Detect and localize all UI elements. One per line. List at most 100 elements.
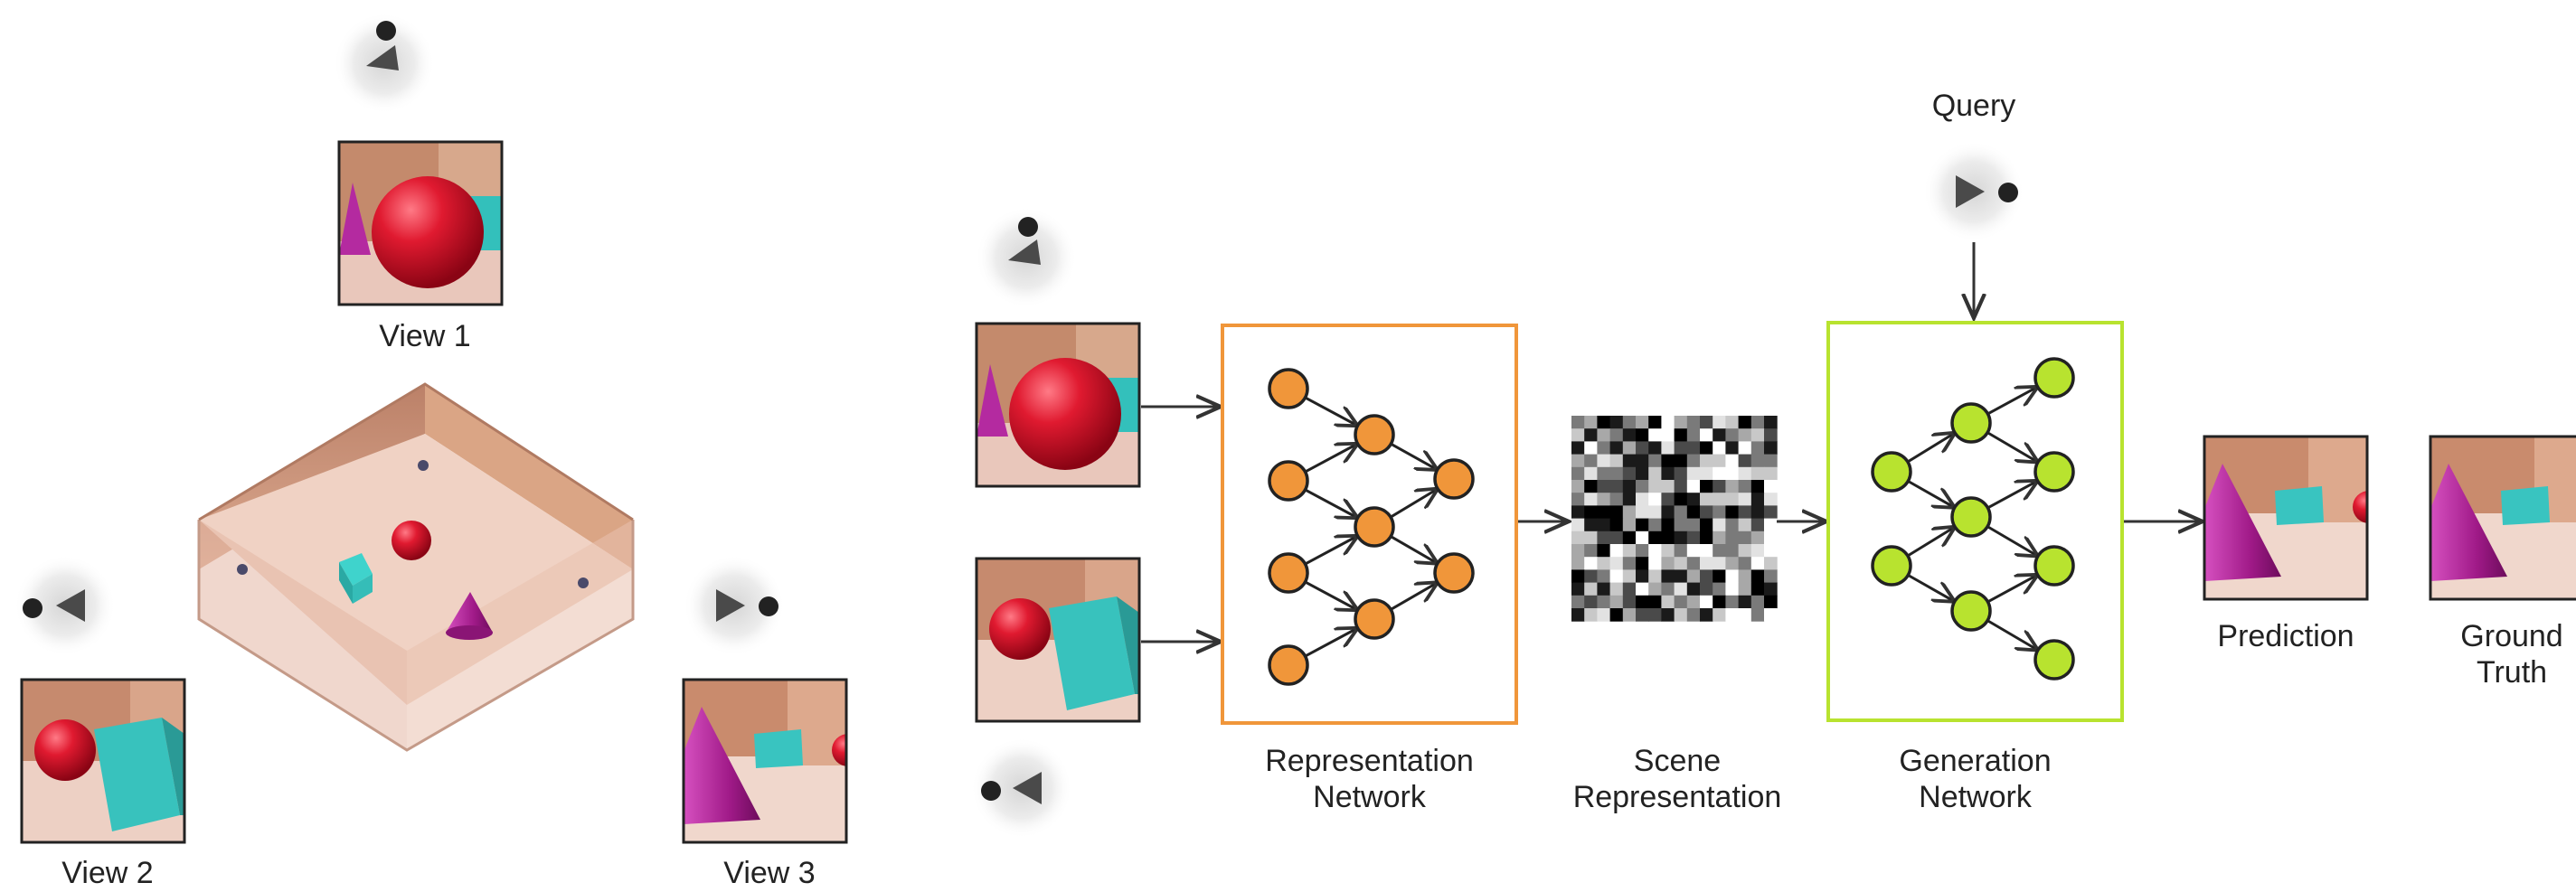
scene-grid-cell <box>1713 557 1726 570</box>
scene-grid-cell <box>1584 441 1598 455</box>
scene-grid-cell <box>1750 454 1765 468</box>
scene-grid-cell <box>1686 569 1701 584</box>
scene-grid-cell <box>1674 441 1688 455</box>
scene-grid-cell <box>1584 608 1598 622</box>
scene-grid-cell <box>1738 595 1752 609</box>
scene-grid-cell <box>1609 480 1624 493</box>
scene-grid-cell <box>1764 518 1778 532</box>
scene-grid-cell <box>1648 531 1662 545</box>
scene-grid-cell <box>1686 608 1701 622</box>
scene-grid-cell <box>1713 480 1726 493</box>
scene-grid-cell <box>1686 544 1701 558</box>
scene-grid-cell <box>1738 505 1752 520</box>
scene-grid-cell <box>1648 544 1662 558</box>
network-edge <box>1986 482 2035 510</box>
scene-grid-cell <box>1674 428 1688 442</box>
network-node <box>1871 451 1912 493</box>
scene-grid-cell <box>1584 557 1598 570</box>
network-node <box>1433 458 1475 500</box>
scene-grid-cell <box>1584 582 1598 596</box>
network-node <box>1354 414 1395 455</box>
camera-icon <box>1923 141 2024 242</box>
scene-grid-cell <box>1597 544 1611 558</box>
view-3-image <box>682 678 848 844</box>
scene-grid-cell <box>1648 428 1662 442</box>
scene-grid-cell <box>1764 505 1778 520</box>
scene-grid-cell <box>1661 531 1675 545</box>
scene-grid-cell <box>1571 428 1585 442</box>
scene-grid-cell <box>1661 466 1675 481</box>
scene-grid-cell <box>1750 493 1765 506</box>
network-edge <box>1986 431 2036 462</box>
ground-truth-label: Ground Truth <box>2430 618 2576 690</box>
scene-grid-cell <box>1661 441 1675 455</box>
scene-grid-cell <box>1764 480 1778 493</box>
scene-grid-cell <box>1750 466 1765 481</box>
scene-grid-cell <box>1636 454 1649 468</box>
scene-grid-cell <box>1636 608 1649 622</box>
network-node <box>2033 451 2075 493</box>
scene-grid-cell <box>1661 569 1675 584</box>
scene-grid-cell <box>1725 531 1740 545</box>
scene-grid-cell <box>1584 544 1598 558</box>
scene-grid-cell <box>1648 557 1662 570</box>
scene-grid-cell <box>1764 493 1778 506</box>
scene-grid-cell <box>1738 416 1752 429</box>
scene-grid-cell <box>1571 569 1585 584</box>
scene-grid-cell <box>1609 531 1624 545</box>
scene-grid-cell <box>1713 544 1726 558</box>
scene-grid-cell <box>1700 557 1713 570</box>
scene-grid-cell <box>1571 466 1585 481</box>
scene-grid-cell <box>1609 544 1624 558</box>
scene-grid-cell <box>1750 505 1765 520</box>
scene-grid-cell <box>1648 582 1662 596</box>
scene-grid-cell <box>1738 454 1752 468</box>
network-edge <box>1304 537 1356 566</box>
scene-grid-cell <box>1622 466 1637 481</box>
scene-grid-cell <box>1686 416 1701 429</box>
scene-grid-cell <box>1597 505 1611 520</box>
scene-grid-cell <box>1713 595 1726 609</box>
scene-grid-cell <box>1686 582 1701 596</box>
camera-icon <box>971 737 1072 839</box>
scene-grid-cell <box>1750 441 1765 455</box>
scene-grid-cell <box>1571 493 1585 506</box>
scene-grid-cell <box>1700 505 1713 520</box>
scene-grid-cell <box>1609 557 1624 570</box>
scene-representation-label: Scene Representation <box>1555 743 1799 815</box>
network-edge <box>1986 576 2035 604</box>
network-edge <box>1390 584 1436 611</box>
scene-grid-cell <box>1622 416 1637 429</box>
camera-icon <box>684 555 785 656</box>
network-node <box>1871 545 1912 587</box>
scene-grid-cell <box>1584 595 1598 609</box>
scene-grid-cell <box>1750 608 1765 622</box>
scene-grid-cell <box>1738 531 1752 545</box>
representation-network-label-line-1: Representation <box>1265 744 1474 778</box>
scene-grid-cell <box>1764 428 1778 442</box>
network-edge <box>1986 388 2035 416</box>
scene-grid-cell <box>1609 582 1624 596</box>
scene-grid-cell <box>1674 595 1688 609</box>
scene-grid-cell <box>1609 595 1624 609</box>
scene-grid-cell <box>1700 416 1713 429</box>
scene-grid-cell <box>1661 608 1675 622</box>
scene-grid-cell <box>1584 454 1598 468</box>
scene-grid-cell <box>1686 441 1701 455</box>
scene-grid-cell <box>1571 441 1585 455</box>
scene-grid-cell <box>1738 557 1752 570</box>
scene-grid-cell <box>1738 428 1752 442</box>
scene-grid-cell <box>1622 544 1637 558</box>
scene-grid-cell <box>1661 557 1675 570</box>
scene-grid-cell <box>1686 428 1701 442</box>
scene-representation-label-line-1: Scene <box>1633 744 1722 778</box>
scene-grid-cell <box>1571 518 1585 532</box>
network-node <box>1950 496 1992 538</box>
scene-grid-cell <box>1686 493 1701 506</box>
scene-grid-cell <box>1609 493 1624 506</box>
scene-grid-cell <box>1750 416 1765 429</box>
network-edge <box>1304 629 1356 658</box>
scene-grid-cell <box>1609 569 1624 584</box>
scene-grid-cell <box>1674 557 1688 570</box>
scene-grid-cell <box>1648 454 1662 468</box>
